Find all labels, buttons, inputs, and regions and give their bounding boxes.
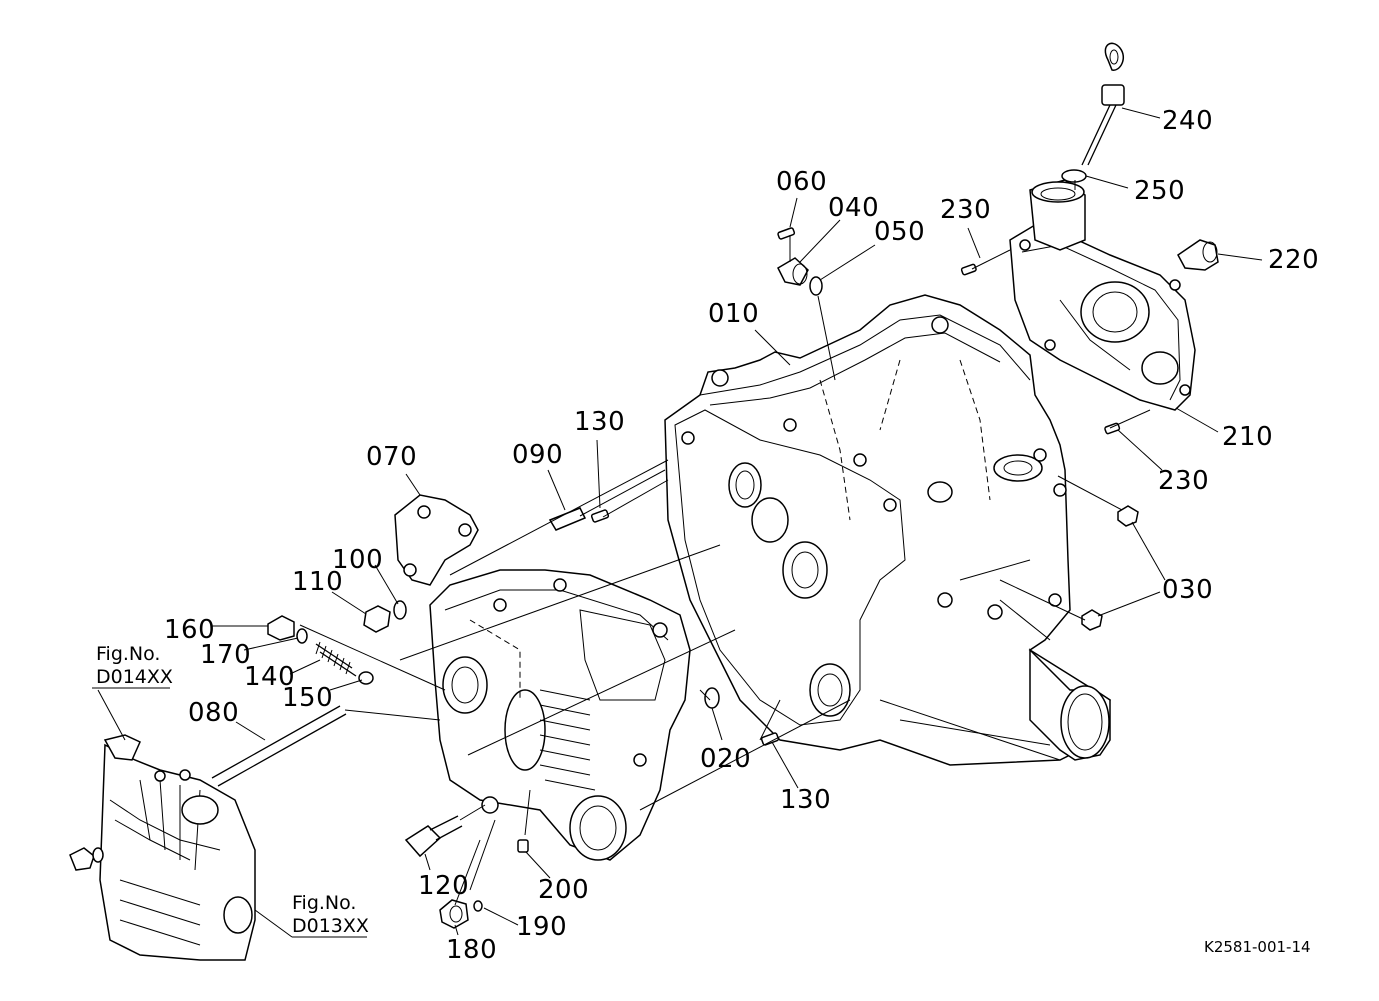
callout-160: 160 [164, 615, 215, 645]
callout-080: 080 [188, 698, 239, 728]
leader-lines [92, 107, 1263, 938]
callout-240: 240 [1162, 106, 1213, 136]
fig-ref-code-d014: D014XX [96, 666, 173, 688]
callout-230-bottom: 230 [1158, 466, 1209, 496]
callout-110: 110 [292, 567, 343, 597]
adjacent-assembly-drawing [69, 734, 256, 961]
callout-030: 030 [1162, 575, 1213, 605]
callout-150: 150 [282, 683, 333, 713]
callout-230-top: 230 [940, 195, 991, 225]
figure-references: Fig.No. D014XX Fig.No. D013XX [96, 643, 369, 937]
drawing-code: K2581-001-14 [1204, 938, 1311, 956]
callout-010: 010 [708, 299, 759, 329]
callout-200: 200 [538, 875, 589, 905]
transmission-case-drawing [664, 294, 1111, 766]
callout-180: 180 [446, 935, 497, 965]
callout-130-bottom: 130 [780, 785, 831, 815]
callout-170: 170 [200, 640, 251, 670]
callout-250: 250 [1134, 176, 1185, 206]
callout-020: 020 [700, 744, 751, 774]
callout-140: 140 [244, 662, 295, 692]
fig-ref-label-d014: Fig.No. [96, 643, 160, 665]
front-case-drawing [394, 494, 691, 861]
callout-100: 100 [332, 545, 383, 575]
fig-ref-label-d013: Fig.No. [292, 892, 356, 914]
fig-ref-code-d013: D013XX [292, 915, 369, 937]
callout-060: 060 [776, 167, 827, 197]
callout-050: 050 [874, 217, 925, 247]
callout-210: 210 [1222, 422, 1273, 452]
rear-cover-drawing [1009, 179, 1196, 411]
callout-labels: 240 250 220 230 210 230 030 060 040 050 … [164, 106, 1319, 965]
callout-090: 090 [512, 440, 563, 470]
callout-220: 220 [1268, 245, 1319, 275]
callout-040: 040 [828, 193, 879, 223]
callout-120: 120 [418, 871, 469, 901]
dipstick-drawing [1061, 42, 1125, 183]
callout-070: 070 [366, 442, 417, 472]
callout-130-top: 130 [574, 407, 625, 437]
callout-190: 190 [516, 912, 567, 942]
